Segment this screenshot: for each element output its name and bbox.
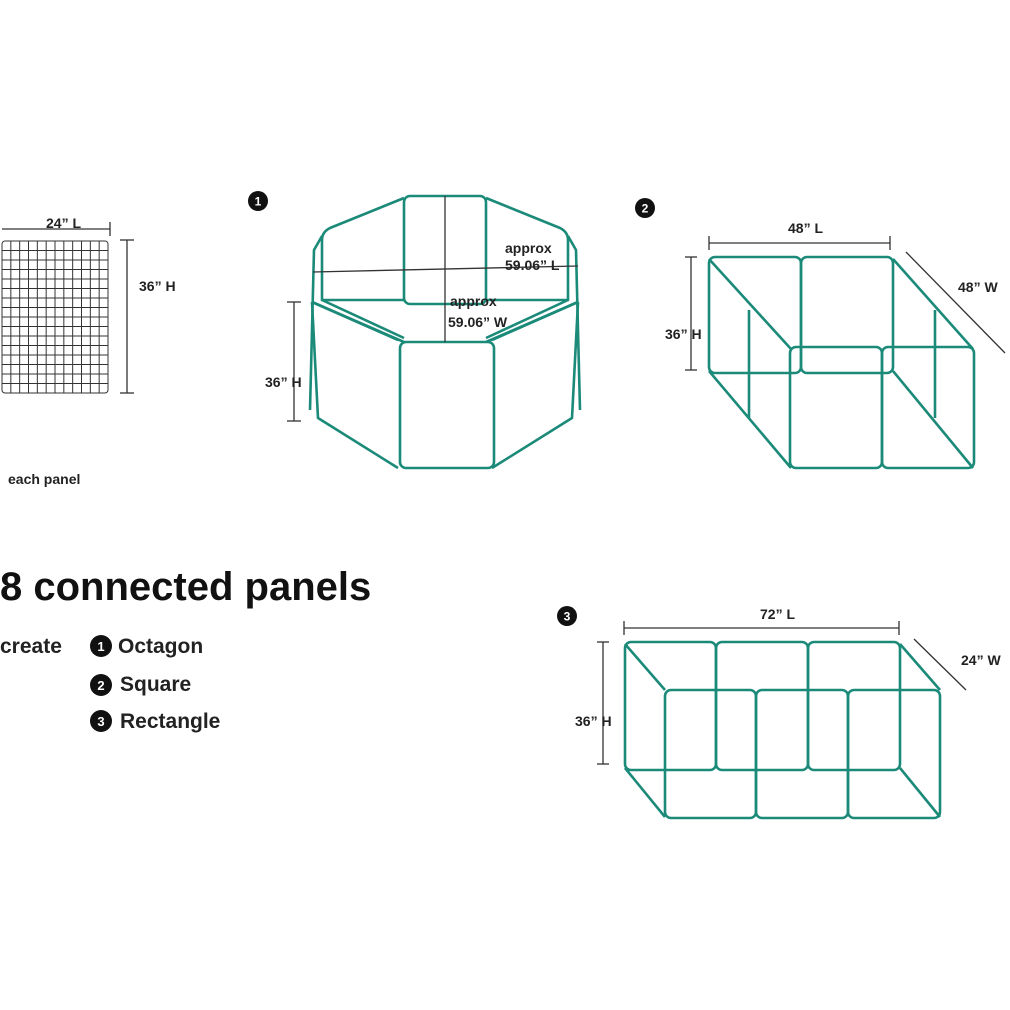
square-length-label: 48” L bbox=[788, 220, 823, 236]
octagon-panel-front-left bbox=[310, 300, 399, 470]
rectangle-panel-front-1 bbox=[663, 688, 758, 820]
headline: 8 connected panels bbox=[0, 565, 371, 609]
square-side-posts bbox=[747, 310, 937, 418]
rectangle-number: 3 bbox=[564, 610, 571, 624]
square-width-dimension bbox=[905, 251, 1006, 354]
rectangle-side-rails bbox=[623, 643, 942, 818]
shape-item-name: Square bbox=[120, 673, 191, 696]
shape-item-badge bbox=[90, 674, 112, 696]
square-width-label: 48” W bbox=[958, 279, 998, 295]
rectangle-width-label: 24” W bbox=[961, 652, 1001, 668]
panel-width-label: 24” L bbox=[46, 215, 81, 231]
octagon-length-label-1: approx bbox=[505, 240, 552, 256]
panel-grid bbox=[1, 240, 109, 394]
octagon-diagram: 1 approx 59.06” L approx 59.06” W 36” H bbox=[248, 191, 582, 470]
rectangle-number-badge bbox=[557, 606, 577, 626]
shape-item-square: 2 Square bbox=[90, 673, 191, 696]
single-panel-diagram: 24” L 36” H each panel bbox=[1, 215, 176, 487]
octagon-panel-front-center bbox=[398, 340, 496, 470]
rectangle-panel-front-2 bbox=[754, 688, 850, 820]
rectangle-height-label: 36” H bbox=[575, 713, 612, 729]
panel-height-label: 36” H bbox=[139, 278, 176, 294]
shape-item-number: 2 bbox=[97, 678, 104, 693]
shape-item-name: Rectangle bbox=[120, 710, 220, 733]
square-height-label: 36” H bbox=[665, 326, 702, 342]
shape-item-badge bbox=[90, 710, 112, 732]
rectangle-diagram: 3 72” L 24” W 36” H bbox=[557, 606, 1001, 820]
octagon-number-badge bbox=[248, 191, 268, 211]
square-panel-back-right bbox=[799, 255, 895, 375]
shape-list: 1 Octagon 2 Square 3 Rectangle bbox=[90, 635, 220, 733]
octagon-panel-back-left bbox=[320, 196, 405, 302]
octagon-inner-rails bbox=[321, 298, 569, 340]
octagon-panel-back-right bbox=[485, 196, 570, 302]
square-panel-front-left bbox=[788, 345, 884, 470]
square-panel-front-right bbox=[880, 345, 976, 470]
square-side-rails bbox=[708, 258, 975, 469]
square-number: 2 bbox=[642, 202, 649, 216]
octagon-panel-right-back bbox=[566, 235, 582, 411]
octagon-cross-rails bbox=[311, 300, 579, 344]
octagon-length-label-2: 59.06” L bbox=[505, 257, 560, 273]
shape-item-rectangle: 3 Rectangle bbox=[90, 710, 220, 733]
rectangle-panel-back-3 bbox=[806, 640, 902, 772]
square-diagram: 2 48” L 48” W 36” H bbox=[635, 198, 1006, 470]
rectangle-panel-front-3 bbox=[846, 688, 942, 820]
rectangle-panel-back-2 bbox=[714, 640, 810, 772]
octagon-number: 1 bbox=[255, 195, 262, 209]
octagon-width-label-2: 59.06” W bbox=[448, 314, 508, 330]
shape-item-number: 1 bbox=[97, 639, 104, 654]
octagon-width-label-1: approx bbox=[450, 293, 497, 309]
panel-caption: each panel bbox=[8, 471, 80, 487]
shape-item-badge bbox=[90, 635, 112, 657]
octagon-height-label: 36” H bbox=[265, 374, 302, 390]
rectangle-width-dimension bbox=[913, 638, 967, 691]
octagon-panel-left-back bbox=[308, 235, 324, 411]
square-number-badge bbox=[635, 198, 655, 218]
create-label: create bbox=[0, 635, 62, 658]
rectangle-length-label: 72” L bbox=[760, 606, 795, 622]
shape-item-name: Octagon bbox=[118, 635, 203, 658]
shape-item-octagon: 1 Octagon bbox=[90, 635, 203, 658]
shape-item-number: 3 bbox=[97, 714, 104, 729]
